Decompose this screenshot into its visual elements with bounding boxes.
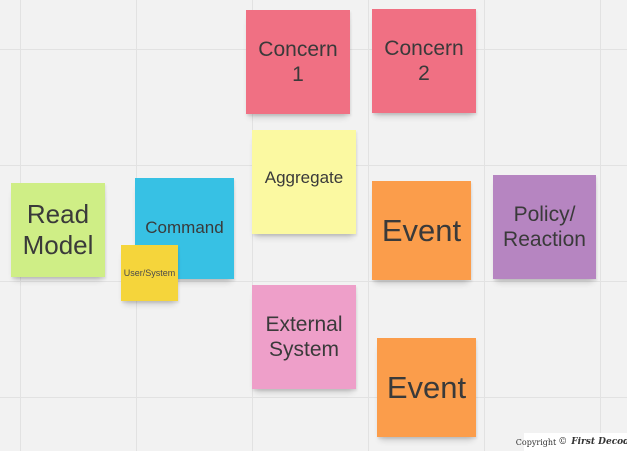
- read-model-note[interactable]: Read Model: [11, 183, 105, 277]
- event-2-label: Event: [386, 369, 467, 405]
- copyright-icon: ©: [558, 437, 568, 447]
- command-label: Command: [145, 218, 224, 238]
- user-system-note[interactable]: User/System: [121, 245, 178, 301]
- event-note-1[interactable]: Event: [372, 181, 471, 280]
- external-system-note[interactable]: External System: [252, 285, 356, 389]
- copyright-watermark: Copyright © First Decode: [516, 433, 627, 451]
- concern-1-note[interactable]: Concern 1: [246, 10, 350, 114]
- user-system-label: User/System: [123, 267, 176, 278]
- read-model-label: Read Model: [22, 198, 94, 260]
- aggregate-label: Aggregate: [264, 168, 344, 187]
- concern-2-label: Concern 2: [384, 36, 464, 85]
- copyright-prefix: Copyright: [515, 437, 557, 447]
- aggregate-note[interactable]: Aggregate: [252, 130, 356, 234]
- concern-2-note[interactable]: Concern 2: [372, 9, 476, 113]
- event-1-label: Event: [381, 212, 462, 248]
- external-system-label: External System: [265, 312, 343, 361]
- concern-1-label: Concern 1: [258, 37, 338, 86]
- brand-name: First Decode: [571, 437, 627, 447]
- policy-reaction-note[interactable]: Policy/ Reaction: [493, 175, 596, 279]
- event-note-2[interactable]: Event: [377, 338, 476, 437]
- policy-reaction-label: Policy/ Reaction: [503, 202, 586, 251]
